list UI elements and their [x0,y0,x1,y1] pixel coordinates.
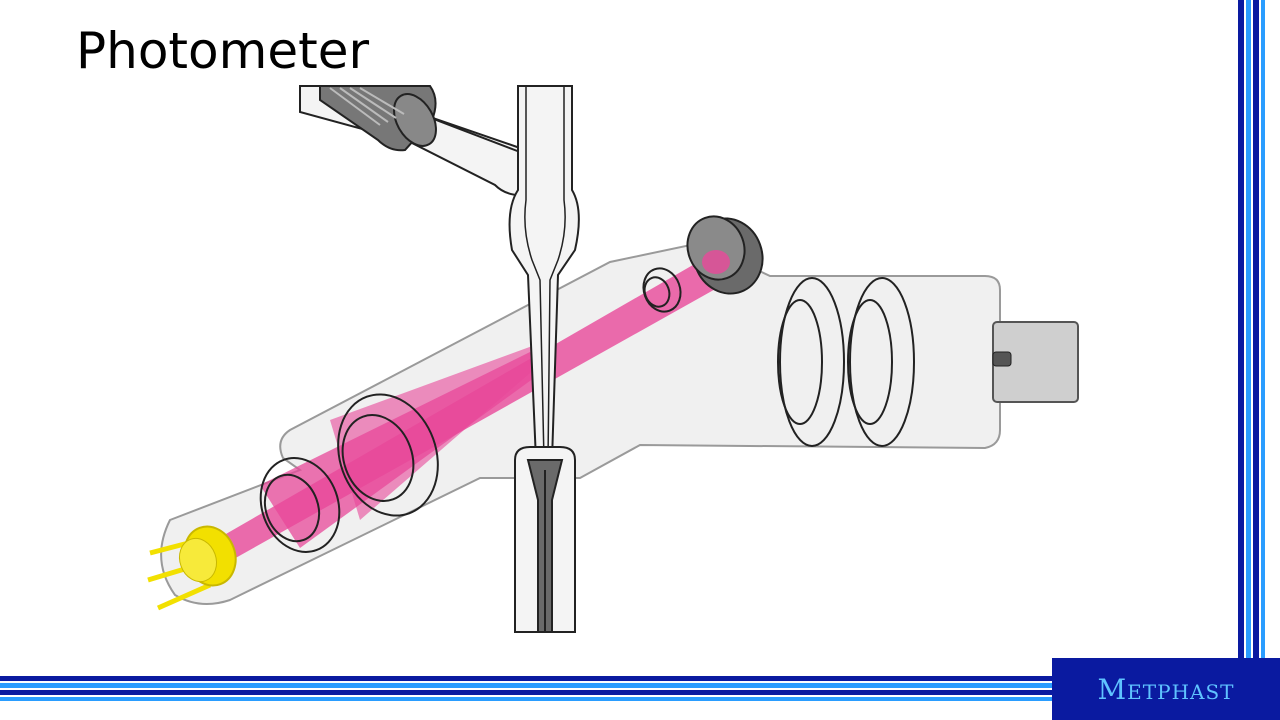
optical-housing-arm [160,241,1001,605]
light-beam-spread [330,345,545,520]
top-mask [290,0,590,84]
bottom-mask [500,633,600,673]
bottom-stripe-light-2 [0,697,1052,701]
left-lens-large [337,393,439,517]
inlet-connector [319,85,437,152]
right-stripe-dark-2 [1253,0,1259,660]
right-lens-1 [777,277,845,447]
flow-cell-inner-right [547,86,566,461]
photodetector-icon [686,215,764,295]
bottom-stripe-dark-2 [0,690,1052,695]
brand-logo: Metphast [1052,658,1280,720]
left-lens-small [259,457,341,553]
flow-cell-inner-left [524,86,545,461]
brand-logo-text: Metphast [1097,672,1235,706]
right-stripe-dark-1 [1238,0,1244,660]
connector-slot [992,351,1012,367]
right-stripe-light-2 [1261,0,1265,660]
led-emitter-icon [147,525,237,611]
right-stripe-light-1 [1246,0,1251,660]
bottom-stripe-dark-1 [0,676,1052,681]
bottom-stripe-light-1 [0,683,1052,688]
slide-title: Photometer [76,22,370,80]
right-lens-2 [847,277,915,447]
aperture-ring [642,267,682,313]
